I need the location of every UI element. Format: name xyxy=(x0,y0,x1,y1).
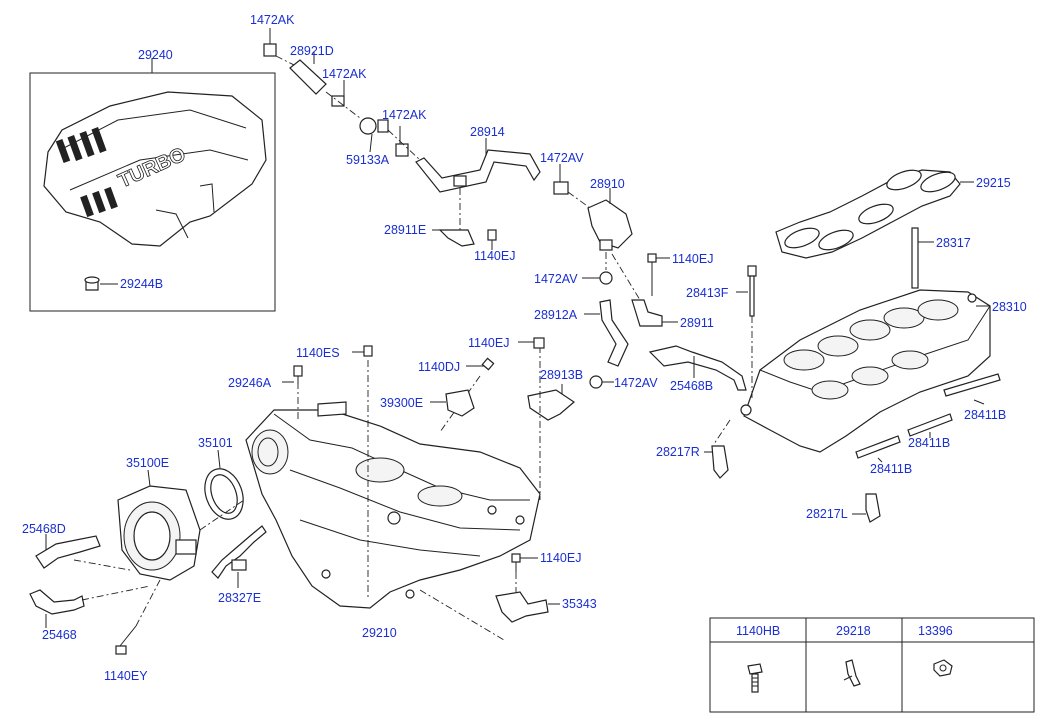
callout-59133A[interactable]: 59133A xyxy=(346,153,390,167)
callout-25468[interactable]: 25468 xyxy=(42,628,77,642)
studs xyxy=(736,227,934,400)
callout-29244B[interactable]: 29244B xyxy=(120,277,163,291)
callout-labels: 29240 29244B 1472AK 28921D 1472AK 1472AK… xyxy=(22,13,1027,683)
coolant-hoses xyxy=(29,534,151,628)
sensors-28217 xyxy=(704,445,881,523)
callout-1472AV-a[interactable]: 1472AV xyxy=(540,151,584,165)
legend-header-1: 1140HB xyxy=(736,624,780,638)
valve-28910 xyxy=(587,199,633,249)
callout-39300E[interactable]: 39300E xyxy=(380,396,423,410)
manifold-28310 xyxy=(713,289,991,453)
gasket-29215 xyxy=(775,169,974,259)
part-28913B xyxy=(527,389,575,421)
callout-1140EJ-b[interactable]: 1140EJ xyxy=(672,252,713,266)
bracket-35343 xyxy=(495,553,560,623)
callout-25468B[interactable]: 25468B xyxy=(670,379,713,393)
callout-29246A[interactable]: 29246A xyxy=(228,376,272,390)
pcv-hose-group xyxy=(263,28,747,500)
callout-25468D[interactable]: 25468D xyxy=(22,522,66,536)
callout-1140EJ-c[interactable]: 1140EJ xyxy=(468,336,509,350)
callout-28217R[interactable]: 28217R xyxy=(656,445,700,459)
legend-bolt-icon xyxy=(747,663,763,693)
callout-28217L[interactable]: 28217L xyxy=(806,507,848,521)
callout-29240[interactable]: 29240 xyxy=(138,48,173,62)
hose-25468B xyxy=(648,345,747,391)
hose-28912A xyxy=(599,299,629,367)
legend-header-2: 29218 xyxy=(836,624,871,638)
callout-28411B-a[interactable]: 28411B xyxy=(964,408,1006,422)
callout-1140ES[interactable]: 1140ES xyxy=(296,346,340,360)
callout-28912A[interactable]: 28912A xyxy=(534,308,578,322)
gasket-35101 xyxy=(204,449,244,520)
callout-1140EY[interactable]: 1140EY xyxy=(104,669,148,683)
callout-28913B[interactable]: 28913B xyxy=(540,368,583,382)
sensor-39300E xyxy=(430,389,475,417)
hose-28914 xyxy=(415,149,541,193)
callout-28413F[interactable]: 28413F xyxy=(686,286,729,300)
manifold-29210 xyxy=(245,360,541,641)
callout-35343[interactable]: 35343 xyxy=(562,597,597,611)
legend-clip-icon xyxy=(843,659,861,687)
callout-1140EJ-d[interactable]: 1140EJ xyxy=(540,551,581,565)
callout-1140EJ-a[interactable]: 1140EJ xyxy=(474,249,515,263)
callout-28411B-b[interactable]: 28411B xyxy=(908,436,950,450)
cover-ribs xyxy=(55,127,118,218)
lower-bolts xyxy=(282,345,495,384)
callout-1472AK-c[interactable]: 1472AK xyxy=(382,108,427,122)
gasket-strips-28411B xyxy=(855,373,1001,463)
callout-35101[interactable]: 35101 xyxy=(198,436,233,450)
callout-28317[interactable]: 28317 xyxy=(936,236,971,250)
legend-header-3: 13396 xyxy=(918,624,953,638)
callout-28310[interactable]: 28310 xyxy=(992,300,1027,314)
callout-28910[interactable]: 28910 xyxy=(590,177,625,191)
callout-28411B-c[interactable]: 28411B xyxy=(870,462,912,476)
callout-29215[interactable]: 29215 xyxy=(976,176,1011,190)
callout-1472AV-c[interactable]: 1472AV xyxy=(614,376,658,390)
engine-cover-group: TURBO xyxy=(29,58,276,312)
callout-29210[interactable]: 29210 xyxy=(362,626,397,640)
hose-28921D xyxy=(289,59,327,95)
callout-28911[interactable]: 28911 xyxy=(680,316,714,330)
legend-nut-icon xyxy=(933,659,953,677)
callout-28921D[interactable]: 28921D xyxy=(290,44,334,58)
callout-1140DJ[interactable]: 1140DJ xyxy=(418,360,460,374)
bracket-28911E xyxy=(438,229,475,247)
callout-1472AK-a[interactable]: 1472AK xyxy=(250,13,295,27)
callout-28911E[interactable]: 28911E xyxy=(384,223,426,237)
legend-table: 1140HB 29218 13396 xyxy=(709,617,1035,713)
bolt-1140EY xyxy=(115,579,161,655)
callout-35100E[interactable]: 35100E xyxy=(126,456,169,470)
bracket-28911 xyxy=(631,299,663,327)
tube-28327E xyxy=(211,525,267,588)
callout-1472AK-b[interactable]: 1472AK xyxy=(322,67,367,81)
throttle-35100E xyxy=(117,469,245,581)
callout-28914[interactable]: 28914 xyxy=(470,125,505,139)
valve-59133A xyxy=(359,117,377,135)
callout-1472AV-b[interactable]: 1472AV xyxy=(534,272,578,286)
callout-28327E[interactable]: 28327E xyxy=(218,591,261,605)
